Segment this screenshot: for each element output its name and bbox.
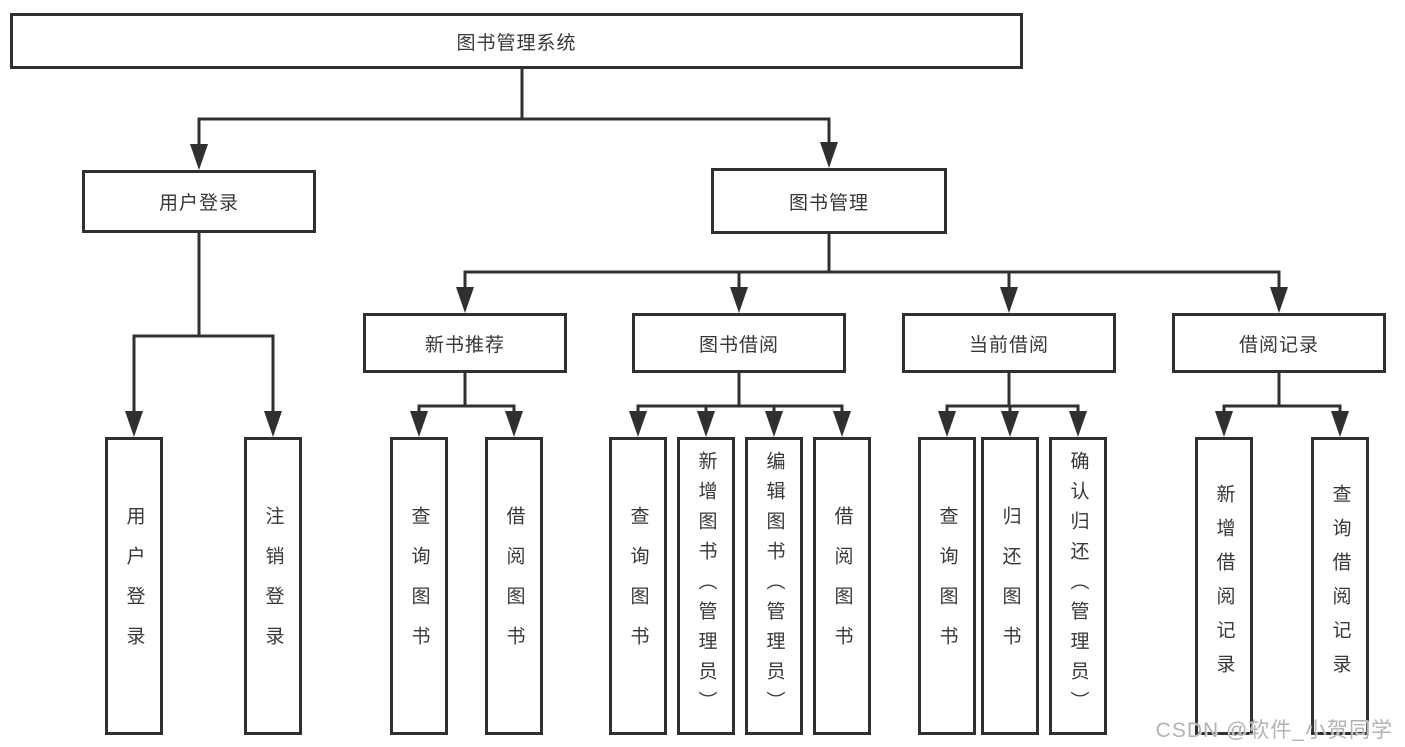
leaf-label: 编辑图书（管理员） <box>763 451 785 721</box>
leaf-label: 查询借阅记录 <box>1329 484 1351 688</box>
csdn-watermark: CSDN @软件_小贺同学 <box>1155 719 1393 742</box>
leaf-logout-login: 注销登录 <box>244 437 302 735</box>
leaf-user-login: 用户登录 <box>105 437 163 735</box>
arrowhead <box>938 411 956 437</box>
leaf-query-books-borrow: 查询图书 <box>609 437 667 735</box>
leaf-add-book-admin: 新增图书（管理员） <box>677 437 735 735</box>
connector-current-borrow <box>945 373 1080 417</box>
arrowhead <box>1215 411 1233 437</box>
arrowhead <box>456 287 474 313</box>
arrowhead <box>410 411 428 437</box>
node-user-login: 用户登录 <box>82 170 316 233</box>
connector-borrow-records <box>1222 373 1342 417</box>
arrowhead <box>833 411 851 437</box>
node-current-borrow: 当前借阅 <box>902 313 1116 373</box>
arrowhead <box>697 411 715 437</box>
leaf-label: 借阅图书 <box>503 506 525 666</box>
leaf-label: 查询图书 <box>408 506 430 666</box>
connector-new-book-recommend <box>417 373 516 417</box>
arrowhead <box>1000 287 1018 313</box>
arrowhead <box>1001 411 1019 437</box>
arrowhead <box>190 144 208 170</box>
connector-book-management <box>463 234 1281 293</box>
leaf-edit-book-admin: 编辑图书（管理员） <box>745 437 803 735</box>
node-book-management: 图书管理 <box>711 168 947 234</box>
arrowhead <box>820 142 838 168</box>
connector-root <box>197 69 831 150</box>
connector-book-borrow <box>636 373 844 417</box>
arrowhead <box>629 411 647 437</box>
arrowhead <box>505 411 523 437</box>
arrowhead <box>1331 411 1349 437</box>
leaf-label: 查询图书 <box>627 506 649 666</box>
node-library-system: 图书管理系统 <box>10 13 1023 69</box>
connector-user-login <box>132 233 275 417</box>
node-book-borrow: 图书借阅 <box>632 313 846 373</box>
arrowhead <box>125 411 143 437</box>
leaf-borrow-books: 借阅图书 <box>813 437 871 735</box>
leaf-label: 新增借阅记录 <box>1213 484 1235 688</box>
leaf-label: 归还图书 <box>999 506 1021 666</box>
leaf-label: 新增图书（管理员） <box>695 451 717 721</box>
leaf-label: 借阅图书 <box>831 506 853 666</box>
leaf-confirm-return-admin: 确认归还（管理员） <box>1049 437 1107 735</box>
leaf-query-books-current: 查询图书 <box>918 437 976 735</box>
leaf-label: 查询图书 <box>936 506 958 666</box>
arrowhead <box>765 411 783 437</box>
node-borrow-records: 借阅记录 <box>1172 313 1386 373</box>
leaf-label: 确认归还（管理员） <box>1067 451 1089 721</box>
leaf-return-book: 归还图书 <box>981 437 1039 735</box>
leaf-borrow-books-recommend: 借阅图书 <box>485 437 543 735</box>
arrowhead <box>730 287 748 313</box>
leaf-query-borrow-record: 查询借阅记录 <box>1311 437 1369 735</box>
arrowhead <box>1270 287 1288 313</box>
leaf-query-books-recommend: 查询图书 <box>390 437 448 735</box>
leaf-label: 注销登录 <box>262 506 284 666</box>
leaf-add-borrow-record: 新增借阅记录 <box>1195 437 1253 735</box>
leaf-label: 用户登录 <box>123 506 145 666</box>
arrowhead <box>1069 411 1087 437</box>
node-new-book-recommend: 新书推荐 <box>363 313 567 373</box>
arrowhead <box>264 411 282 437</box>
